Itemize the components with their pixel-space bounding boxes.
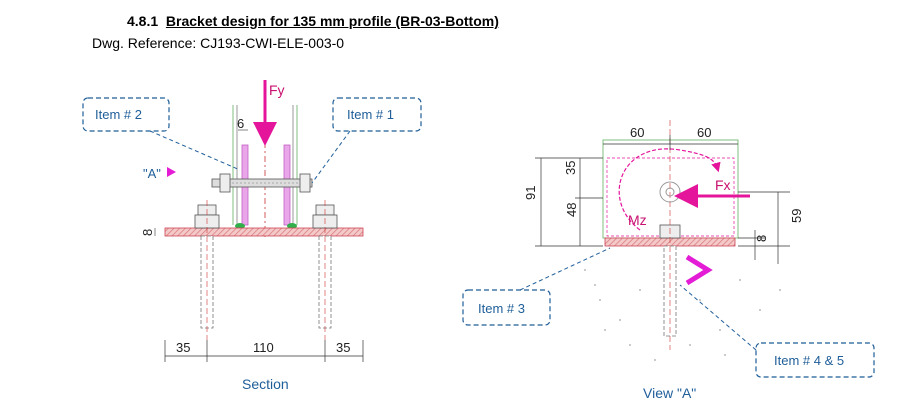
anchor-bolt-right <box>312 200 338 340</box>
view-direction-chevron-icon <box>685 254 713 286</box>
callout-item3-box <box>462 289 551 326</box>
heading-number: 4.8.1 <box>127 13 159 29</box>
mz-label: Mz <box>628 212 647 228</box>
dim-width-left: 60 <box>630 125 644 140</box>
dim-lower: 48 <box>564 203 579 217</box>
dim-right-height: 59 <box>789 209 804 223</box>
elevation-view: Mz Fx 60 60 35 48 91 59 <box>462 120 875 401</box>
left-dimension-lines <box>535 157 603 247</box>
concrete-texture <box>584 269 781 361</box>
horizontal-bolt <box>211 173 313 193</box>
right-dimension-lines <box>738 191 790 264</box>
dim-base: 8 <box>754 235 769 242</box>
dim-width-right: 60 <box>697 125 711 140</box>
weld-left <box>235 223 245 229</box>
base-plate <box>164 227 364 237</box>
top-dimension-line <box>603 135 738 150</box>
view-a-marker: "A" <box>143 166 161 181</box>
heading-title: Bracket design for 135 mm profile (BR-03… <box>165 13 499 29</box>
callout-item1: Item # 1 <box>347 107 394 122</box>
view-a-arrow-icon <box>167 167 176 177</box>
callout-item45: Item # 4 & 5 <box>774 353 844 368</box>
view-a-caption: View "A" <box>643 385 696 401</box>
fx-label: Fx <box>715 177 731 193</box>
callout-item1-box <box>332 97 422 132</box>
callout-item45-box <box>755 342 875 378</box>
dim-upper: 35 <box>563 161 578 175</box>
section-view: Fy 6 "A" 8 35 110 35 Section Item # 2 It… <box>82 80 422 392</box>
callout-item2: Item # 2 <box>95 107 142 122</box>
anchor-bolt-left <box>194 200 220 340</box>
callout-item2-box <box>82 97 170 132</box>
callout-item45-leader <box>679 284 757 351</box>
weld-right <box>287 223 297 229</box>
callout-item3-leader <box>519 247 611 291</box>
dim-plate-thickness: 6 <box>237 116 244 131</box>
dim-right-edge: 35 <box>336 340 350 355</box>
dim-total: 91 <box>523 186 538 200</box>
mz-arc <box>618 148 721 231</box>
drawing-reference: Dwg. Reference: CJ193-CWI-ELE-003-0 <box>92 35 345 51</box>
section-heading: 4.8.1 Bracket design for 135 mm profile … <box>127 13 499 29</box>
callout-item2-leader <box>149 130 241 171</box>
fy-label: Fy <box>269 82 285 98</box>
section-profile <box>232 105 298 225</box>
callout-item3: Item # 3 <box>478 301 525 316</box>
callout-item1-leader <box>311 130 351 184</box>
bottom-dimension-line <box>164 340 364 362</box>
dim-base-thickness: 8 <box>140 229 155 236</box>
dim-left-edge: 35 <box>176 340 190 355</box>
dim-center: 110 <box>253 340 274 355</box>
section-caption: Section <box>242 376 289 392</box>
